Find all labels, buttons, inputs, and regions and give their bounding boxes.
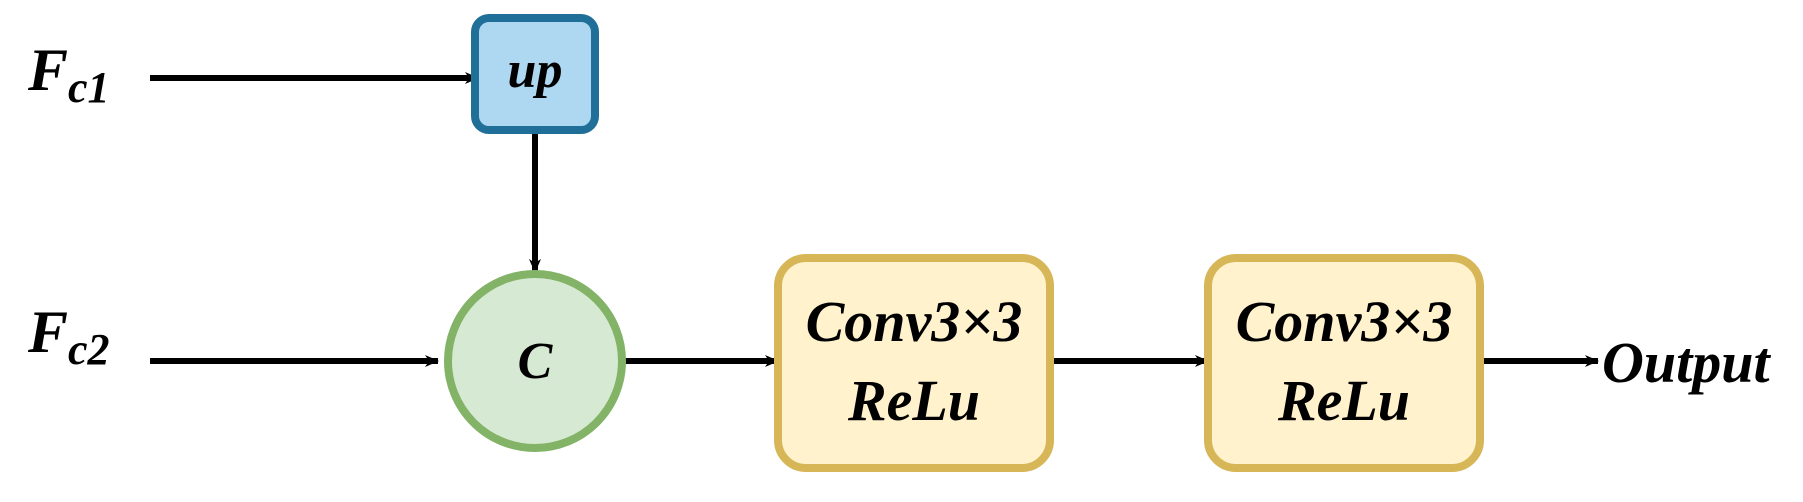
conv-block-2-line2: ReLu <box>1277 368 1410 433</box>
output-label: Output <box>1602 330 1772 395</box>
input-fc2-main: F <box>27 299 68 365</box>
concat-label: C <box>518 333 554 390</box>
upsample-block: up <box>471 14 599 134</box>
input-label-fc1: Fc1 <box>27 37 110 112</box>
conv-block-1: Conv3×3 ReLu <box>774 254 1054 472</box>
input-label-fc2: Fc2 <box>27 299 110 374</box>
conv-block-2: Conv3×3 ReLu <box>1204 254 1484 472</box>
upsample-label: up <box>508 42 563 99</box>
conv-block-2-line1: Conv3×3 <box>1236 289 1453 354</box>
conv-block-1-line1: Conv3×3 <box>806 289 1023 354</box>
input-fc2-sub: c2 <box>68 325 110 374</box>
input-fc1-main: F <box>27 37 68 103</box>
conv-block-2-box <box>1204 254 1484 472</box>
input-fc1-sub: c1 <box>68 63 110 112</box>
concat-circle <box>444 270 626 452</box>
conv-block-1-box <box>774 254 1054 472</box>
conv-block-1-line2: ReLu <box>847 368 980 433</box>
upsample-box <box>471 14 599 134</box>
concat-node: C <box>444 270 626 452</box>
